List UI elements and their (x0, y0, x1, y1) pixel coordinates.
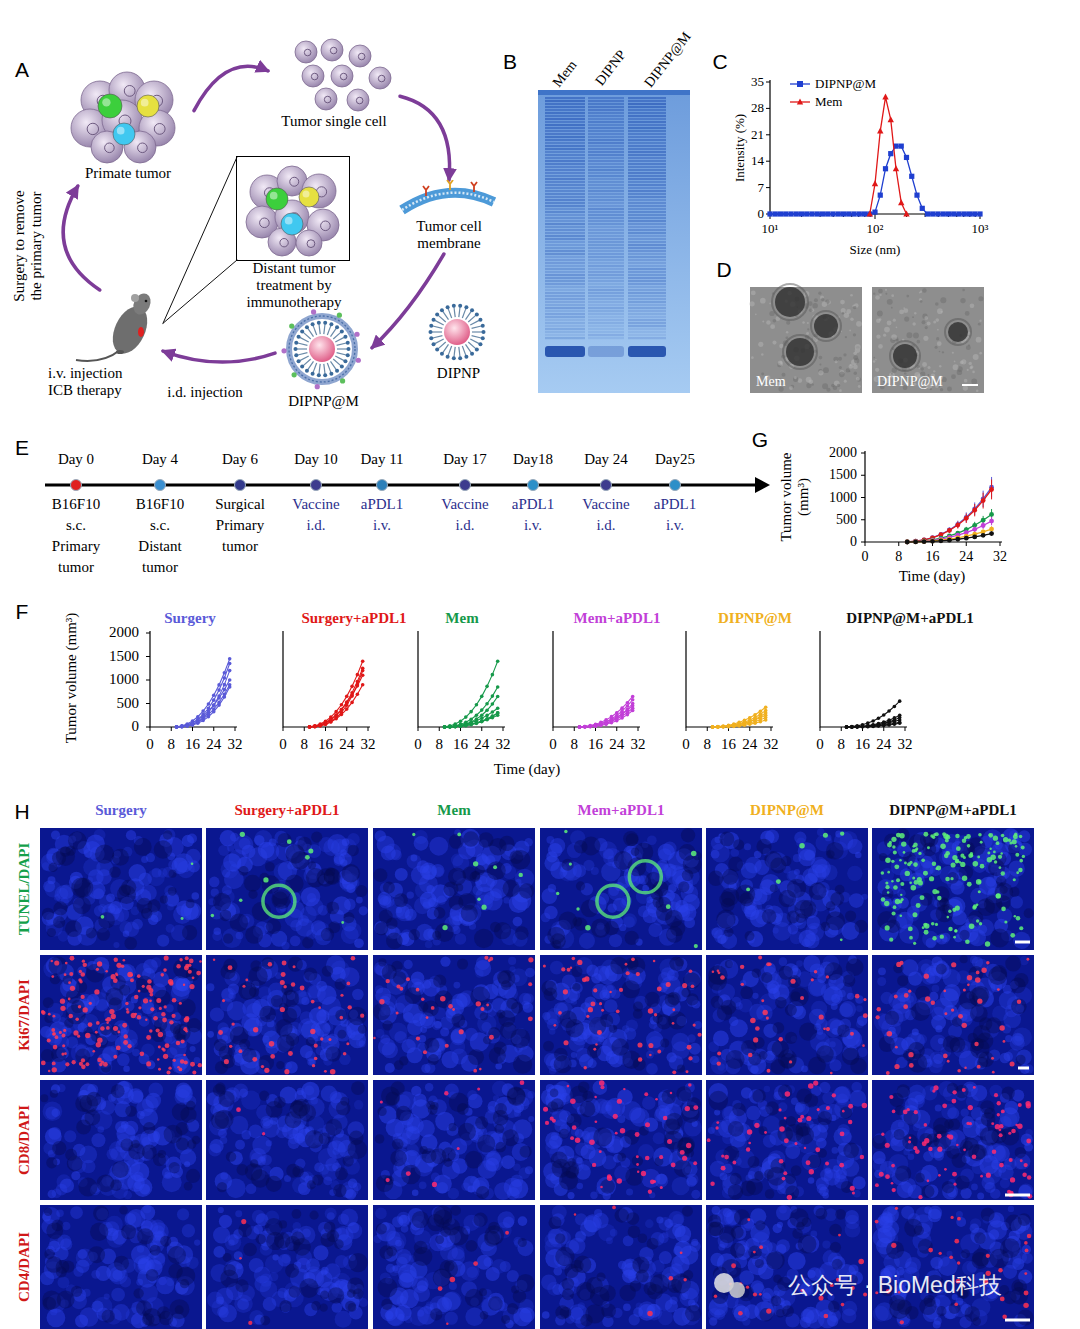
figure-page: Primate tumorTumor single cellTumor cell… (0, 0, 1080, 1329)
